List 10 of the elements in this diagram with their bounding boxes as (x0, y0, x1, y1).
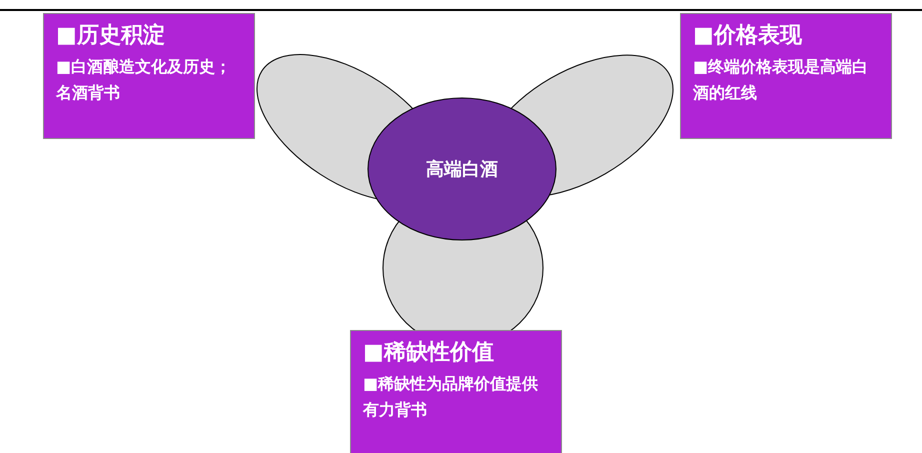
box-body: ■稀缺性为品牌价值提供有力背书 (363, 373, 540, 421)
box-heading: ■价格表现 (693, 22, 803, 50)
box-heading: ■历史积淀 (56, 22, 166, 50)
text-box (350, 330, 562, 453)
box-body: ■白酒酿造文化及历史；名酒背书 (56, 56, 232, 104)
text-box (680, 13, 892, 139)
box-body: ■终端价格表现是高端白酒的红线 (693, 56, 870, 104)
box-heading: ■稀缺性价值 (363, 339, 495, 367)
text-box (43, 13, 255, 139)
ellipse-label: 高端白酒 (425, 158, 499, 181)
